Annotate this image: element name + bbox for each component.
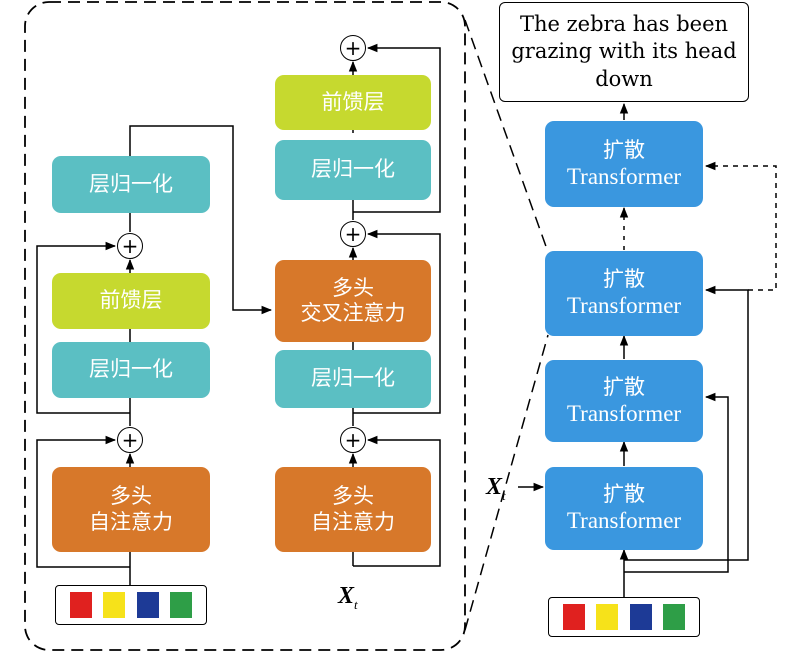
middle-self-attention-line2: 自注意力 [311, 509, 395, 534]
token-navy [629, 604, 652, 630]
middle-layer-norm-1: 层归一化 [275, 350, 431, 408]
stack-transformer-3-line1: 扩散 [603, 267, 645, 292]
stack-transformer-1: 扩散 Transformer [545, 467, 703, 550]
stack-ellipsis-side [704, 161, 777, 291]
token-red [69, 592, 92, 618]
stack-transformer-2-line2: Transformer [566, 400, 682, 426]
stack-transformer-4-line1: 扩散 [603, 137, 645, 162]
middle-self-attention-box: 多头 自注意力 [275, 467, 431, 552]
middle-layer-norm-2: 层归一化 [275, 140, 431, 200]
middle-self-attention-line1: 多头 [332, 484, 374, 509]
stack-transformer-1-line2: Transformer [566, 508, 682, 534]
left-add-1: + [117, 427, 143, 453]
token-yellow [596, 604, 619, 630]
middle-cross-attention-line2: 交叉注意力 [300, 301, 406, 325]
middle-input-x: X [338, 583, 355, 609]
stack-transformer-4: 扩散 Transformer [545, 121, 703, 207]
token-green [663, 604, 686, 630]
stack-transformer-3-line2: Transformer [566, 293, 682, 319]
detail-frame [24, 1, 466, 651]
stack-connectors [518, 102, 749, 597]
stack-transformer-2-line1: 扩散 [603, 374, 645, 399]
token-red [562, 604, 585, 630]
left-layer-norm-1: 层归一化 [52, 342, 210, 398]
middle-add-3: + [340, 35, 366, 61]
middle-input-label: Xt [338, 584, 358, 611]
left-block-connectors [36, 125, 273, 585]
token-navy [136, 592, 159, 618]
stack-transformer-3: 扩散 Transformer [545, 251, 703, 336]
stack-input-sub: t [502, 487, 506, 503]
left-self-attention-box: 多头 自注意力 [52, 467, 210, 552]
stack-transformer-4-line2: Transformer [566, 163, 682, 189]
left-feed-forward: 前馈层 [52, 273, 210, 329]
output-caption: The zebra has been grazing with its head… [499, 2, 749, 102]
middle-feed-forward: 前馈层 [275, 75, 431, 130]
zoom-line-bottom [464, 334, 549, 631]
middle-add-1: + [340, 427, 366, 453]
middle-cross-attention-box: 多头 交叉注意力 [275, 260, 431, 342]
left-token-sequence [55, 585, 207, 625]
left-self-attention-line2: 自注意力 [89, 509, 173, 534]
stack-transformer-2: 扩散 Transformer [545, 360, 703, 442]
stack-token-sequence [548, 597, 700, 637]
left-self-attention-line1: 多头 [110, 484, 152, 509]
middle-input-sub: t [354, 596, 358, 612]
middle-add-2: + [340, 221, 366, 247]
stack-input-label: Xt [486, 475, 506, 502]
token-green [170, 592, 193, 618]
stack-transformer-1-line1: 扩散 [603, 482, 645, 507]
token-yellow [103, 592, 126, 618]
left-add-2: + [117, 233, 143, 259]
zoom-line-top [464, 19, 549, 253]
stack-input-x: X [486, 474, 503, 500]
left-layer-norm-2: 层归一化 [52, 156, 210, 213]
middle-cross-attention-line1: 多头 [332, 275, 374, 300]
middle-block-connectors [348, 43, 441, 567]
